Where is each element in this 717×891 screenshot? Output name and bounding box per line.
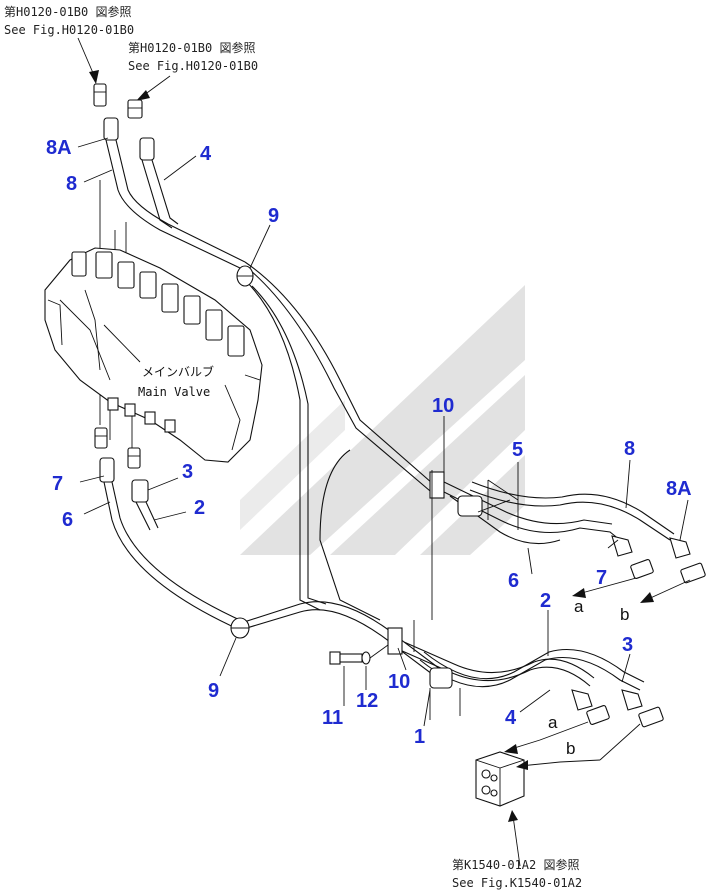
fitting-top-left (93, 83, 107, 107)
washer-12 (361, 651, 371, 665)
hose-bundle-lower-right (387, 627, 645, 711)
reference-top-2-en: See Fig.H0120-01B0 (128, 59, 258, 73)
hose-end-8A-upper (669, 537, 691, 559)
callout-6-left: 6 (62, 509, 73, 531)
callout-10-bottom: 10 (388, 671, 410, 693)
callout-4-top: 4 (200, 143, 212, 165)
reference-bottom: 第K1540-01A2 図参照 See Fig.K1540-01A2 (452, 857, 582, 890)
callout-8-top: 8 (66, 173, 77, 195)
callout-8-right: 8 (624, 438, 635, 460)
fitting-a-upper (630, 559, 654, 579)
main-valve-leader (103, 324, 141, 363)
callout-6-right: 6 (508, 570, 519, 592)
reference-bottom-arrow-head (508, 810, 518, 822)
callout-7-left: 7 (52, 473, 63, 495)
clip-5 (457, 495, 483, 517)
bolt-leader (369, 644, 389, 659)
hose-end-4-lower (571, 689, 593, 711)
callout-4-bottom: 4 (505, 707, 517, 729)
hose-2-3-lower (131, 479, 159, 531)
reference-arrows-top (77, 37, 171, 101)
callout-9-bottom: 9 (208, 680, 219, 702)
reference-top-2: 第H0120-01B0 図参照 See Fig.H0120-01B0 (128, 40, 258, 73)
hose-bundle-long (244, 261, 441, 621)
callout-9-top: 9 (268, 205, 279, 227)
connection-letter-b-upper: b (620, 605, 629, 624)
fitting-b-lower (638, 706, 664, 728)
hose-4-top (139, 137, 179, 229)
clip-1 (429, 667, 453, 689)
connection-arrows-upper (572, 577, 691, 603)
connection-letter-b-lower: b (566, 739, 575, 758)
callout-2-left: 2 (194, 497, 205, 519)
reference-bottom-en: See Fig.K1540-01A2 (452, 876, 582, 890)
main-valve-label-jp: メインバルブ (142, 364, 214, 379)
clip-1-leader-box (429, 688, 461, 720)
reference-top-2-jp: 第H0120-01B0 図参照 (128, 40, 255, 55)
main-valve: メインバルブ Main Valve (44, 247, 263, 463)
main-valve-label-en: Main Valve (138, 385, 210, 399)
callout-1: 1 (414, 726, 425, 748)
clamp-10-bottom-plate (387, 627, 403, 655)
reference-bottom-jp: 第K1540-01A2 図参照 (452, 857, 579, 872)
connection-arrows-lower (504, 721, 641, 770)
clamp-10-top-plate (429, 471, 445, 499)
fitting-top-right (127, 99, 143, 119)
ppc-valve-block (475, 751, 525, 807)
hose-end-7-upper (611, 535, 633, 557)
hose-end-3-lower (621, 689, 643, 711)
callout-3-left: 3 (182, 461, 193, 483)
hose-8-top (103, 117, 246, 269)
callout-5: 5 (512, 439, 523, 461)
reference-top-1-jp: 第H0120-01B0 図参照 (4, 4, 131, 19)
connection-letter-a-lower: a (548, 713, 558, 732)
callout-11: 11 (322, 707, 343, 729)
clamp-9-bottom (230, 617, 250, 639)
callout-8A-top: 8A (46, 137, 72, 159)
reference-bottom-arrow-line (512, 815, 521, 867)
fitting-lower-left-1 (94, 427, 108, 449)
hose-bundle-upper-right (429, 471, 691, 559)
fitting-a-lower (586, 705, 610, 725)
bolt-11 (329, 651, 363, 665)
callout-3-right: 3 (622, 634, 633, 656)
callout-12: 12 (356, 690, 378, 712)
callout-leaders (77, 137, 689, 727)
fitting-lower-left-2 (127, 447, 141, 469)
reference-top-1-en: See Fig.H0120-01B0 (4, 23, 134, 37)
fitting-b-upper (680, 562, 706, 584)
connection-letter-a-upper: a (574, 597, 584, 616)
valve-spools (71, 251, 245, 357)
callout-2-right: 2 (540, 590, 551, 612)
clamp-9-top (236, 265, 254, 287)
watermark-logo (240, 285, 525, 555)
callout-10-top: 10 (432, 395, 454, 417)
reference-top-1: 第H0120-01B0 図参照 See Fig.H0120-01B0 (4, 4, 134, 37)
callout-8A-right: 8A (666, 478, 692, 500)
callout-7-right: 7 (596, 567, 607, 589)
clip-5-leader-box (487, 479, 519, 530)
